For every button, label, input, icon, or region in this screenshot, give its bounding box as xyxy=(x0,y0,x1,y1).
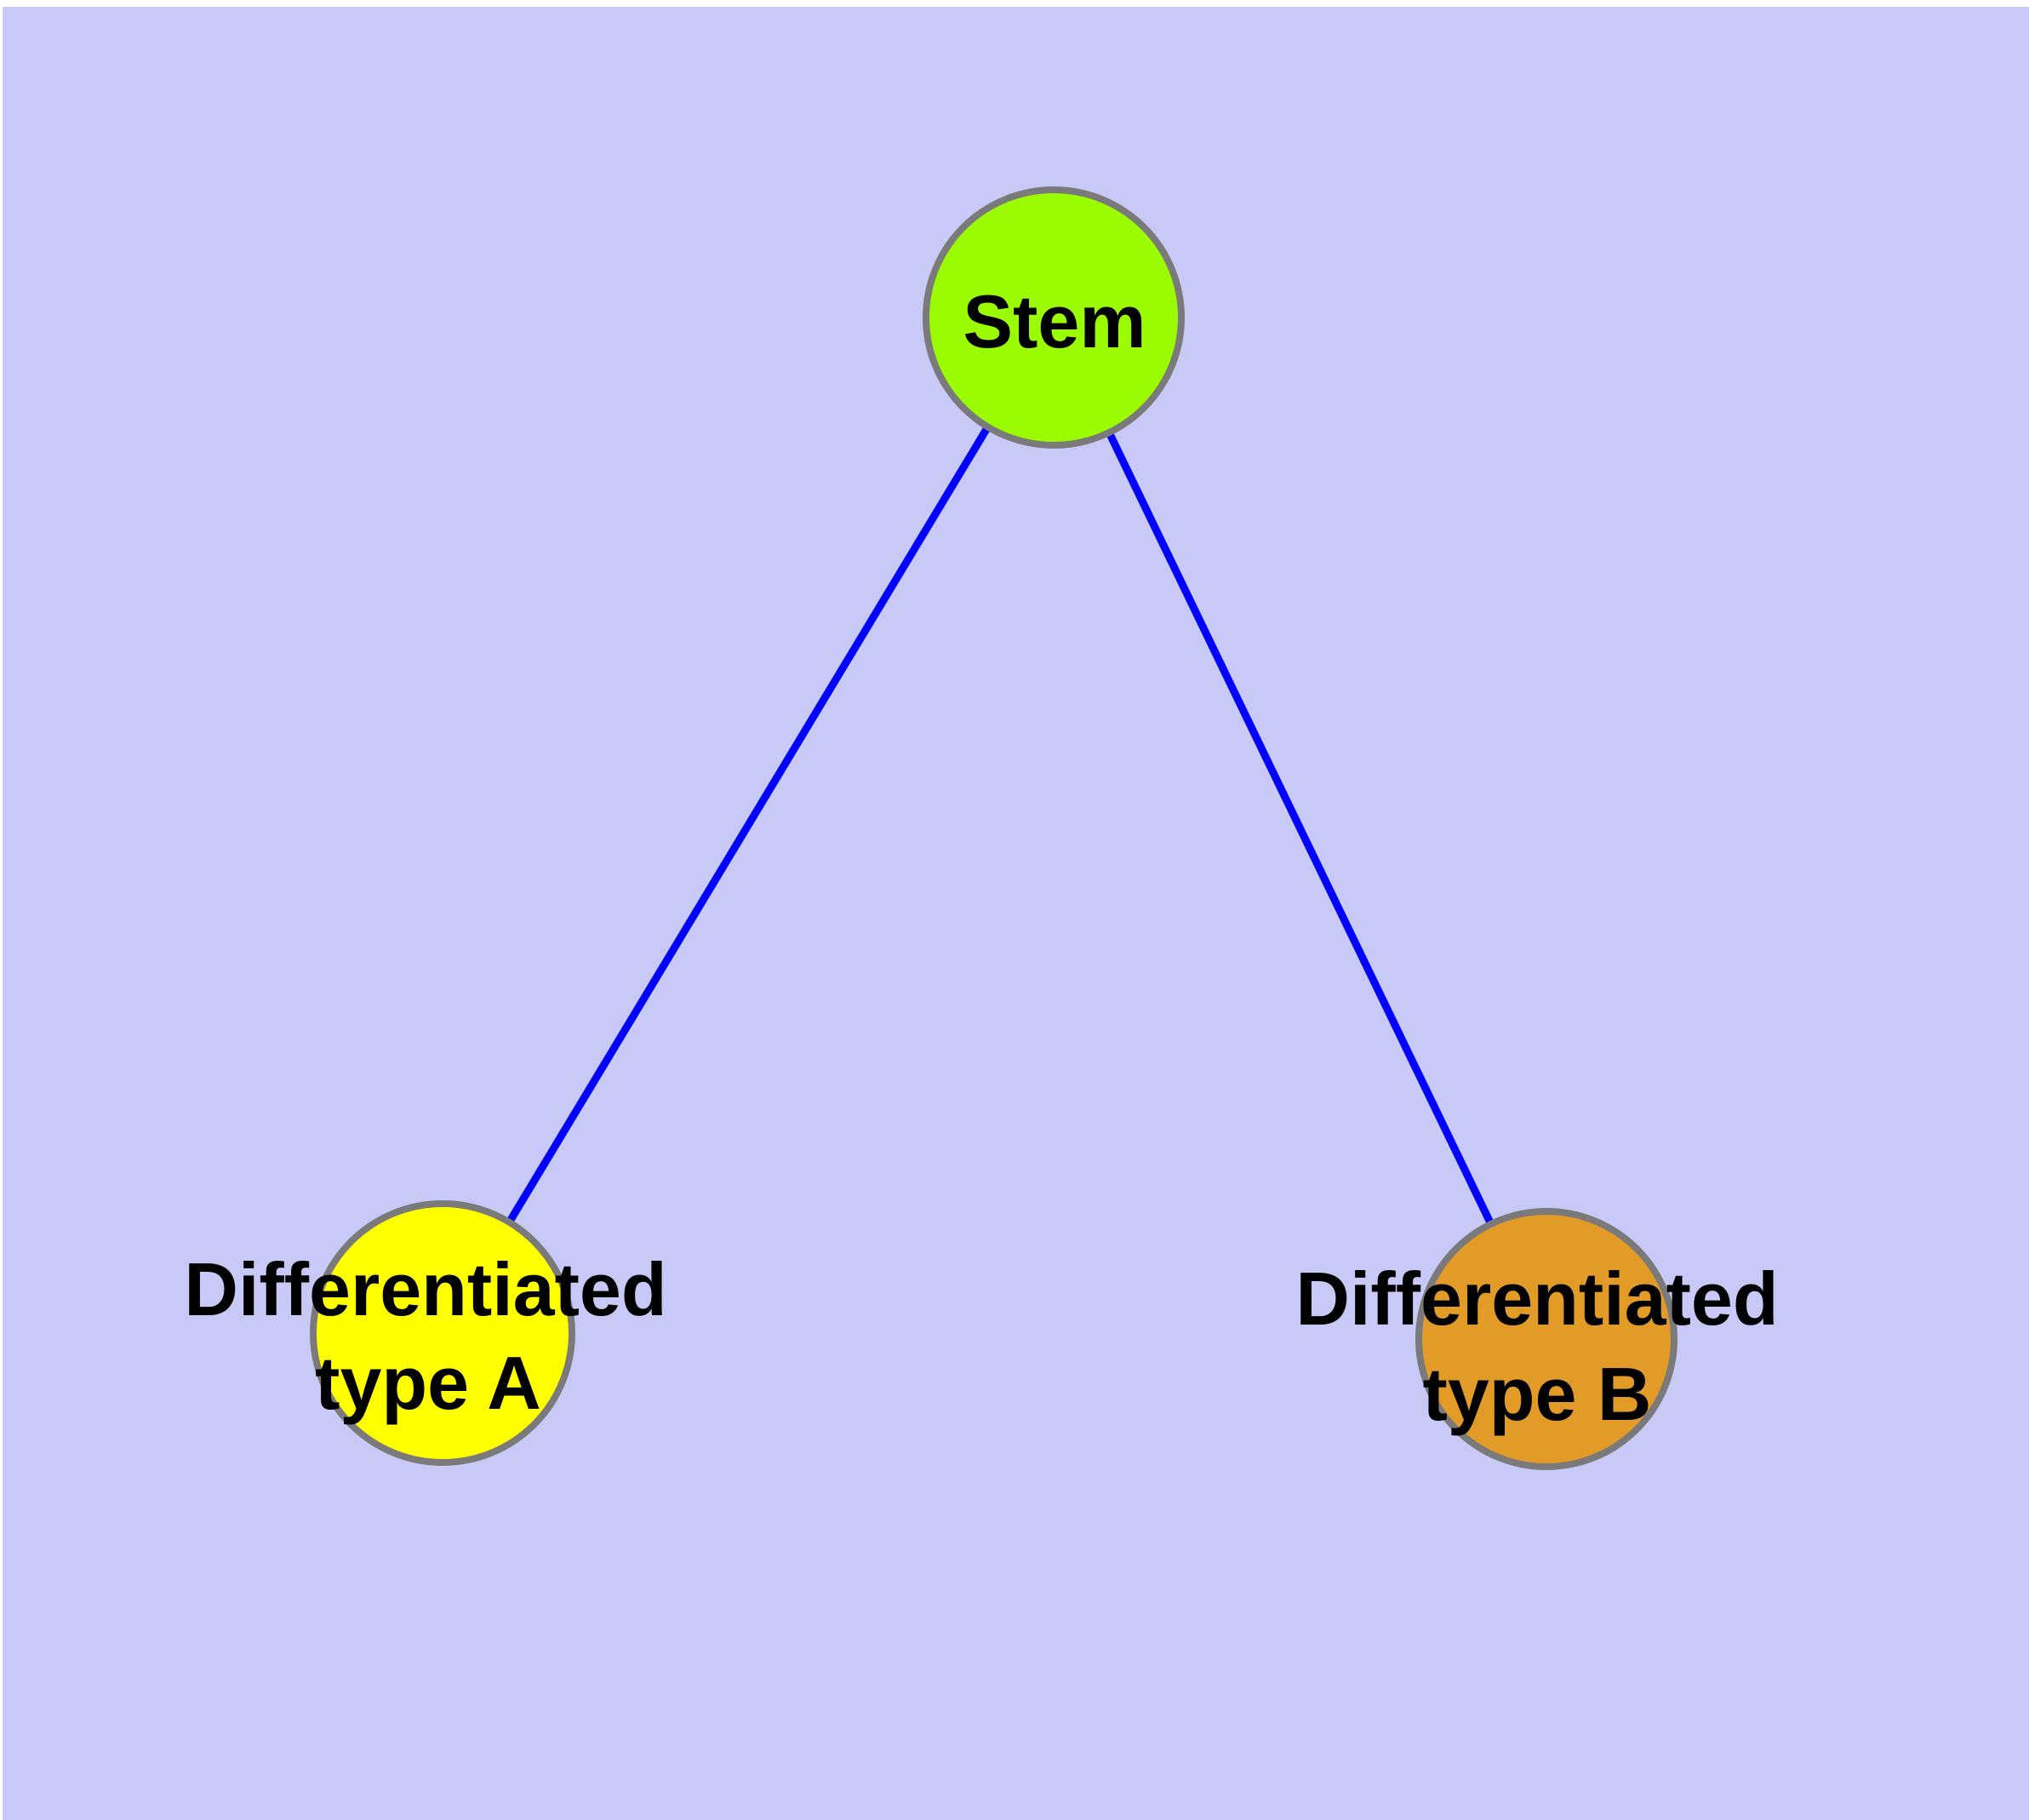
node-differentiated-type-b xyxy=(1415,1208,1677,1470)
node-stem-label: Stem xyxy=(963,279,1146,363)
node-type-a-label-line1: Differentiated xyxy=(184,1247,666,1331)
node-stem xyxy=(923,186,1185,449)
node-differentiated-type-a xyxy=(310,1200,575,1466)
edge-stem-to-type-a xyxy=(439,315,1057,1336)
node-type-a-label-line2: type A xyxy=(315,1341,541,1425)
edge-stem-to-type-b xyxy=(1049,316,1551,1341)
node-type-b-label-line1: Differentiated xyxy=(1295,1256,1778,1341)
node-type-b-label-line2: type B xyxy=(1423,1352,1652,1436)
